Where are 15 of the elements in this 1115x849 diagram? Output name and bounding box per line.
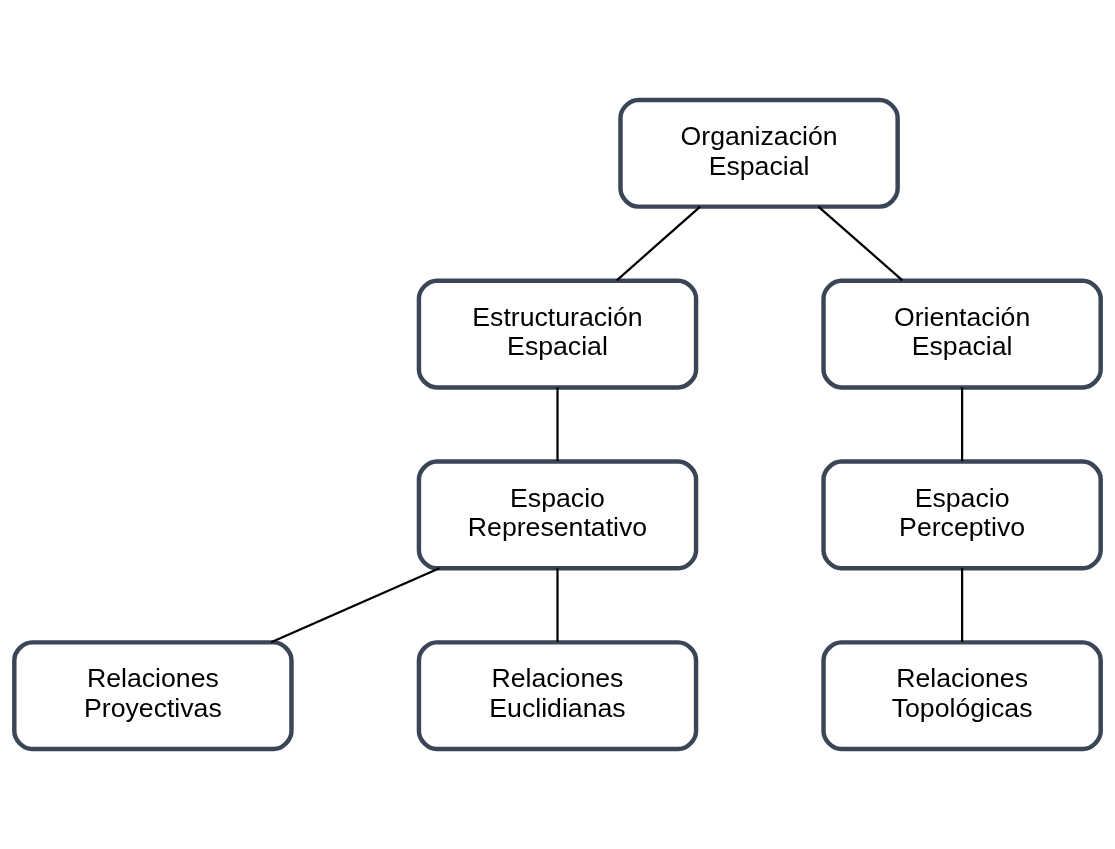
node-box: Relaciones Euclidianas: [416, 640, 699, 752]
connector: [616, 205, 701, 282]
connector: [556, 568, 559, 642]
node-box: Organización Espacial: [618, 97, 900, 209]
node-box: Relaciones Proyectivas: [12, 640, 294, 752]
connector: [961, 387, 964, 462]
node-box: Espacio Representativo: [416, 459, 699, 571]
node-box: Relaciones Topológicas: [821, 640, 1103, 752]
connector: [270, 567, 440, 644]
node-box: Estructuración Espacial: [416, 278, 699, 390]
node-box: Orientación Espacial: [821, 278, 1103, 390]
connector: [961, 568, 964, 642]
node-box: Espacio Perceptivo: [821, 459, 1103, 571]
connector: [817, 205, 904, 282]
connector: [556, 387, 559, 462]
